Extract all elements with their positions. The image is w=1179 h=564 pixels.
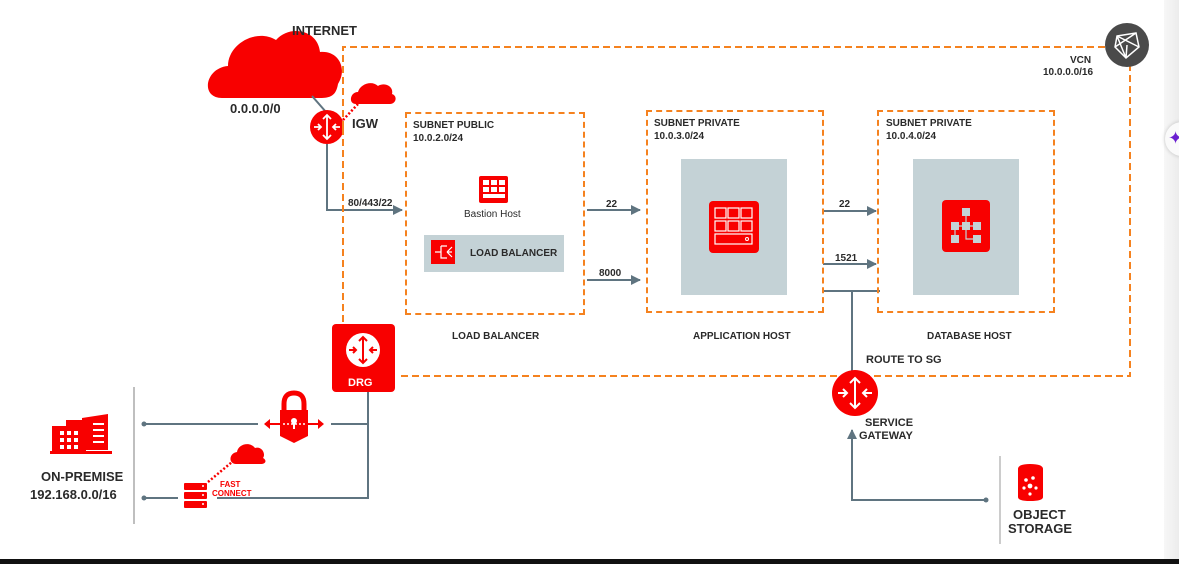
- drg-icon: [332, 324, 395, 392]
- app-subnet-caption: APPLICATION HOST: [693, 331, 791, 342]
- subnet-db-box: [877, 110, 1055, 313]
- app-subnet-title: SUBNET PRIVATE: [654, 118, 740, 129]
- route-to-sg-label: ROUTE TO SG: [866, 354, 942, 366]
- load-balancer-bar[interactable]: LOAD BALANCER: [424, 235, 564, 272]
- app-host-panel[interactable]: [681, 159, 787, 295]
- db-subnet-title: SUBNET PRIVATE: [886, 118, 972, 129]
- service-gateway-line1: SERVICE: [865, 417, 914, 429]
- internet-cloud-icon: [207, 30, 342, 99]
- fast-connect-line1: FAST: [220, 480, 241, 489]
- internet-cidr: 0.0.0.0/0: [230, 101, 281, 116]
- on-premise-building-icon: [50, 414, 112, 454]
- drg-fastconnect-line: [217, 424, 369, 499]
- drg-vpn-line: [331, 392, 369, 425]
- bastion-host-icon: [479, 176, 508, 203]
- sparkle-icon: ✦: [1168, 128, 1179, 148]
- port-db-ssh: 22: [839, 199, 851, 210]
- fastconnect-cloud-icon: [230, 444, 266, 464]
- storage-to-sg-arrow: [847, 429, 986, 501]
- assistant-floating-button[interactable]: ✦: [1165, 122, 1179, 156]
- object-storage-line1: OBJECT: [1013, 507, 1066, 522]
- app-subnet-cidr: 10.0.3.0/24: [654, 131, 705, 142]
- service-gateway-icon: [832, 370, 878, 416]
- fast-connect-line2: CONNECT: [212, 489, 252, 498]
- db-host-panel[interactable]: [913, 159, 1019, 295]
- bottom-bar: [0, 559, 1179, 564]
- public-subnet-caption: LOAD BALANCER: [452, 331, 540, 342]
- subnet-app-box: [646, 110, 824, 313]
- igw-to-public-arrow: [326, 144, 403, 215]
- on-premise-title: ON-PREMISE: [41, 469, 124, 484]
- igw-cloud-icon: [350, 83, 396, 104]
- right-panel-edge: [1164, 0, 1179, 560]
- load-balancer-icon: [431, 240, 455, 264]
- db-subnet-caption: DATABASE HOST: [927, 331, 1012, 342]
- port-db-sql: 1521: [835, 253, 858, 264]
- igw-label: IGW: [352, 116, 378, 131]
- port-internet-in: 80/443/22: [348, 198, 393, 209]
- public-subnet-title: SUBNET PUBLIC: [413, 120, 495, 131]
- vcn-label: VCN: [1070, 55, 1092, 66]
- port-app-http: 8000: [599, 268, 622, 279]
- on-premise-cidr: 192.168.0.0/16: [30, 487, 117, 502]
- igw-router-icon: [310, 110, 344, 144]
- vcn-cidr: 10.0.0.0/16: [1043, 67, 1094, 78]
- public-subnet-cidr: 10.0.2.0/24: [413, 133, 464, 144]
- service-gateway-line2: GATEWAY: [859, 430, 913, 442]
- load-balancer-label: LOAD BALANCER: [470, 248, 558, 259]
- drg-label: DRG: [348, 377, 373, 389]
- subnet-public-box: [405, 112, 585, 315]
- internet-igw-link: [311, 95, 327, 113]
- object-storage-line2: STORAGE: [1008, 521, 1073, 536]
- db-subnet-cidr: 10.0.4.0/24: [886, 131, 937, 142]
- port-app-ssh: 22: [606, 199, 618, 210]
- object-storage-icon: [1018, 464, 1043, 501]
- bastion-host-label: Bastion Host: [464, 209, 521, 220]
- internet-title: INTERNET: [292, 23, 357, 38]
- fastconnect-server-icon: [184, 483, 207, 508]
- vcn-network-icon: [1105, 23, 1149, 67]
- database-hierarchy-icon: [942, 200, 990, 252]
- app-host-server-icon: [709, 201, 759, 253]
- vpn-lock-icon: [264, 390, 324, 443]
